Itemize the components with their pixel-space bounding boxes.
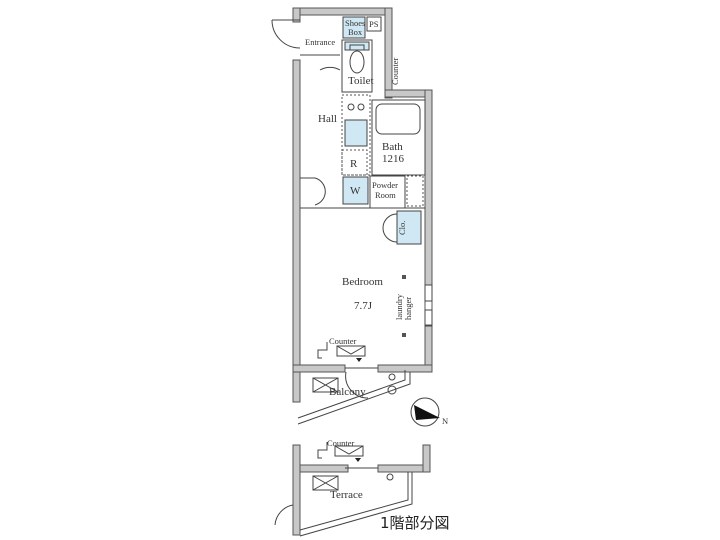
label-closet: Clo. bbox=[397, 221, 407, 235]
label-box: Box bbox=[348, 27, 363, 37]
toilet-icon bbox=[349, 50, 365, 74]
label-shoes: Shoes bbox=[345, 18, 365, 28]
aircon-icon bbox=[336, 345, 366, 357]
label-counter-top: Counter bbox=[390, 57, 400, 85]
caption: 1階部分図 bbox=[380, 514, 450, 532]
label-hanger: hanger bbox=[403, 297, 413, 320]
refrigerator bbox=[341, 149, 368, 176]
label-balcony: Balcony bbox=[329, 386, 366, 398]
closet bbox=[396, 210, 422, 245]
label-powder: Powder bbox=[372, 180, 398, 190]
bathtub-icon bbox=[375, 103, 421, 135]
label-toilet: Toilet bbox=[348, 75, 374, 87]
svg-text:N: N bbox=[442, 416, 448, 426]
outdoor-unit-icon bbox=[312, 377, 339, 393]
sink-icon bbox=[344, 119, 368, 147]
shoes-box bbox=[342, 16, 366, 39]
washer-space bbox=[342, 176, 369, 205]
label-hall: Hall bbox=[318, 113, 337, 125]
toilet-room bbox=[341, 39, 373, 93]
label-ps: PS bbox=[369, 19, 379, 29]
label-terrace: Terrace bbox=[330, 489, 363, 501]
label-counter-terrace: Counter bbox=[327, 438, 355, 448]
label-room: Room bbox=[375, 190, 396, 200]
label-bath: Bath bbox=[382, 141, 403, 153]
label-bedroom: Bedroom bbox=[342, 276, 383, 288]
bath-room bbox=[371, 99, 426, 176]
label-counter-bedroom: Counter bbox=[329, 336, 357, 346]
ps bbox=[366, 16, 382, 32]
laundry-hanger-hook bbox=[402, 275, 406, 279]
balcony bbox=[292, 370, 411, 425]
label-bath-size: 1216 bbox=[382, 153, 405, 165]
label-refrigerator: R bbox=[350, 158, 358, 170]
terrace bbox=[274, 442, 431, 537]
walls bbox=[292, 7, 433, 376]
label-laundry: laundry bbox=[394, 293, 404, 320]
compass-icon: N bbox=[410, 397, 448, 427]
entrance-door bbox=[271, 19, 301, 49]
label-bedroom-size: 7.7J bbox=[354, 300, 373, 312]
label-entrance: Entrance bbox=[305, 37, 335, 47]
label-washer: W bbox=[350, 185, 361, 197]
